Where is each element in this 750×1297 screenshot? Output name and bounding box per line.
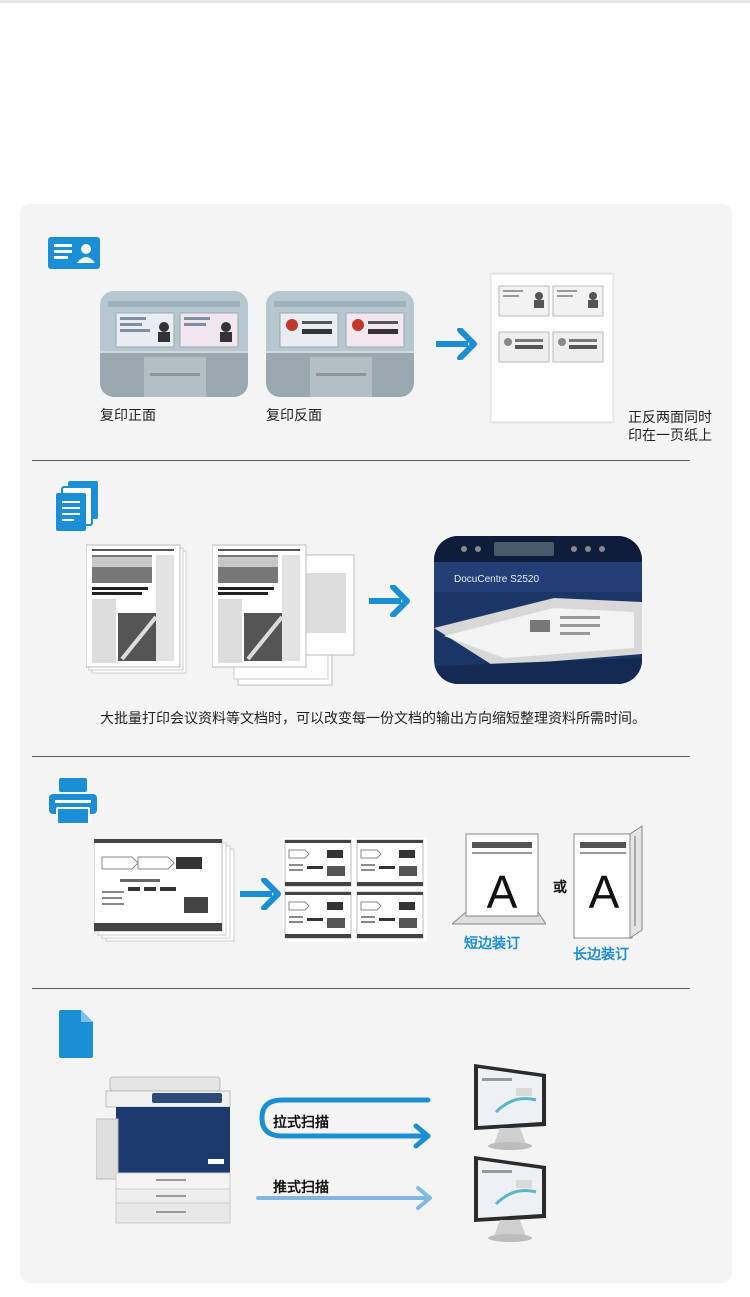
long-edge-binding-label: 长边装订 — [573, 946, 629, 962]
page-letter-a: A — [487, 866, 518, 918]
id-back-copy-photo — [266, 291, 414, 397]
page-letter-a: A — [589, 866, 620, 918]
document-stack-before — [85, 543, 188, 680]
document-stack-offset — [211, 543, 356, 694]
document-icon — [59, 1010, 93, 1063]
arrow-right-icon — [240, 877, 282, 915]
device-model-label: DocuCentre S2520 — [454, 574, 539, 585]
long-edge-binding-page: A — [572, 824, 644, 947]
device-output-tray-photo: DocuCentre S2520 — [434, 536, 642, 684]
computer-monitor-image — [470, 1064, 552, 1157]
section-divider — [32, 756, 690, 757]
computer-monitor-image — [470, 1156, 552, 1249]
pull-scan-arrow-icon — [254, 1094, 436, 1157]
section-divider — [32, 460, 690, 461]
stacked-documents-icon — [56, 481, 98, 536]
back-copy-caption: 复印反面 — [266, 407, 322, 423]
short-edge-binding-label: 短边装订 — [464, 935, 520, 951]
multifunction-printer-image — [95, 1075, 236, 1232]
push-scan-label: 推式扫描 — [273, 1179, 329, 1195]
arrow-right-icon — [369, 584, 411, 622]
offset-output-description: 大批量打印会议资料等文档时，可以改变每一份文档的输出方向缩短整理资料所需时间。 — [100, 710, 646, 726]
or-separator: 或 — [553, 879, 567, 895]
short-edge-binding-page: A — [450, 832, 547, 931]
top-border — [0, 0, 750, 3]
section-divider — [32, 988, 690, 989]
source-document-stack — [93, 838, 236, 948]
id-front-copy-photo — [100, 291, 248, 397]
pull-scan-label: 拉式扫描 — [273, 1114, 329, 1130]
front-copy-caption: 复印正面 — [100, 407, 156, 423]
result-caption-line1: 正反两面同时 — [628, 409, 712, 425]
push-scan-arrow-icon — [256, 1185, 436, 1216]
arrow-right-icon — [436, 327, 478, 365]
id-card-copy-icon — [48, 237, 100, 274]
four-up-output-page — [283, 838, 427, 947]
printer-icon — [49, 778, 97, 829]
result-caption-line2: 印在一页纸上 — [628, 427, 712, 443]
duplex-id-output-page — [489, 272, 615, 429]
